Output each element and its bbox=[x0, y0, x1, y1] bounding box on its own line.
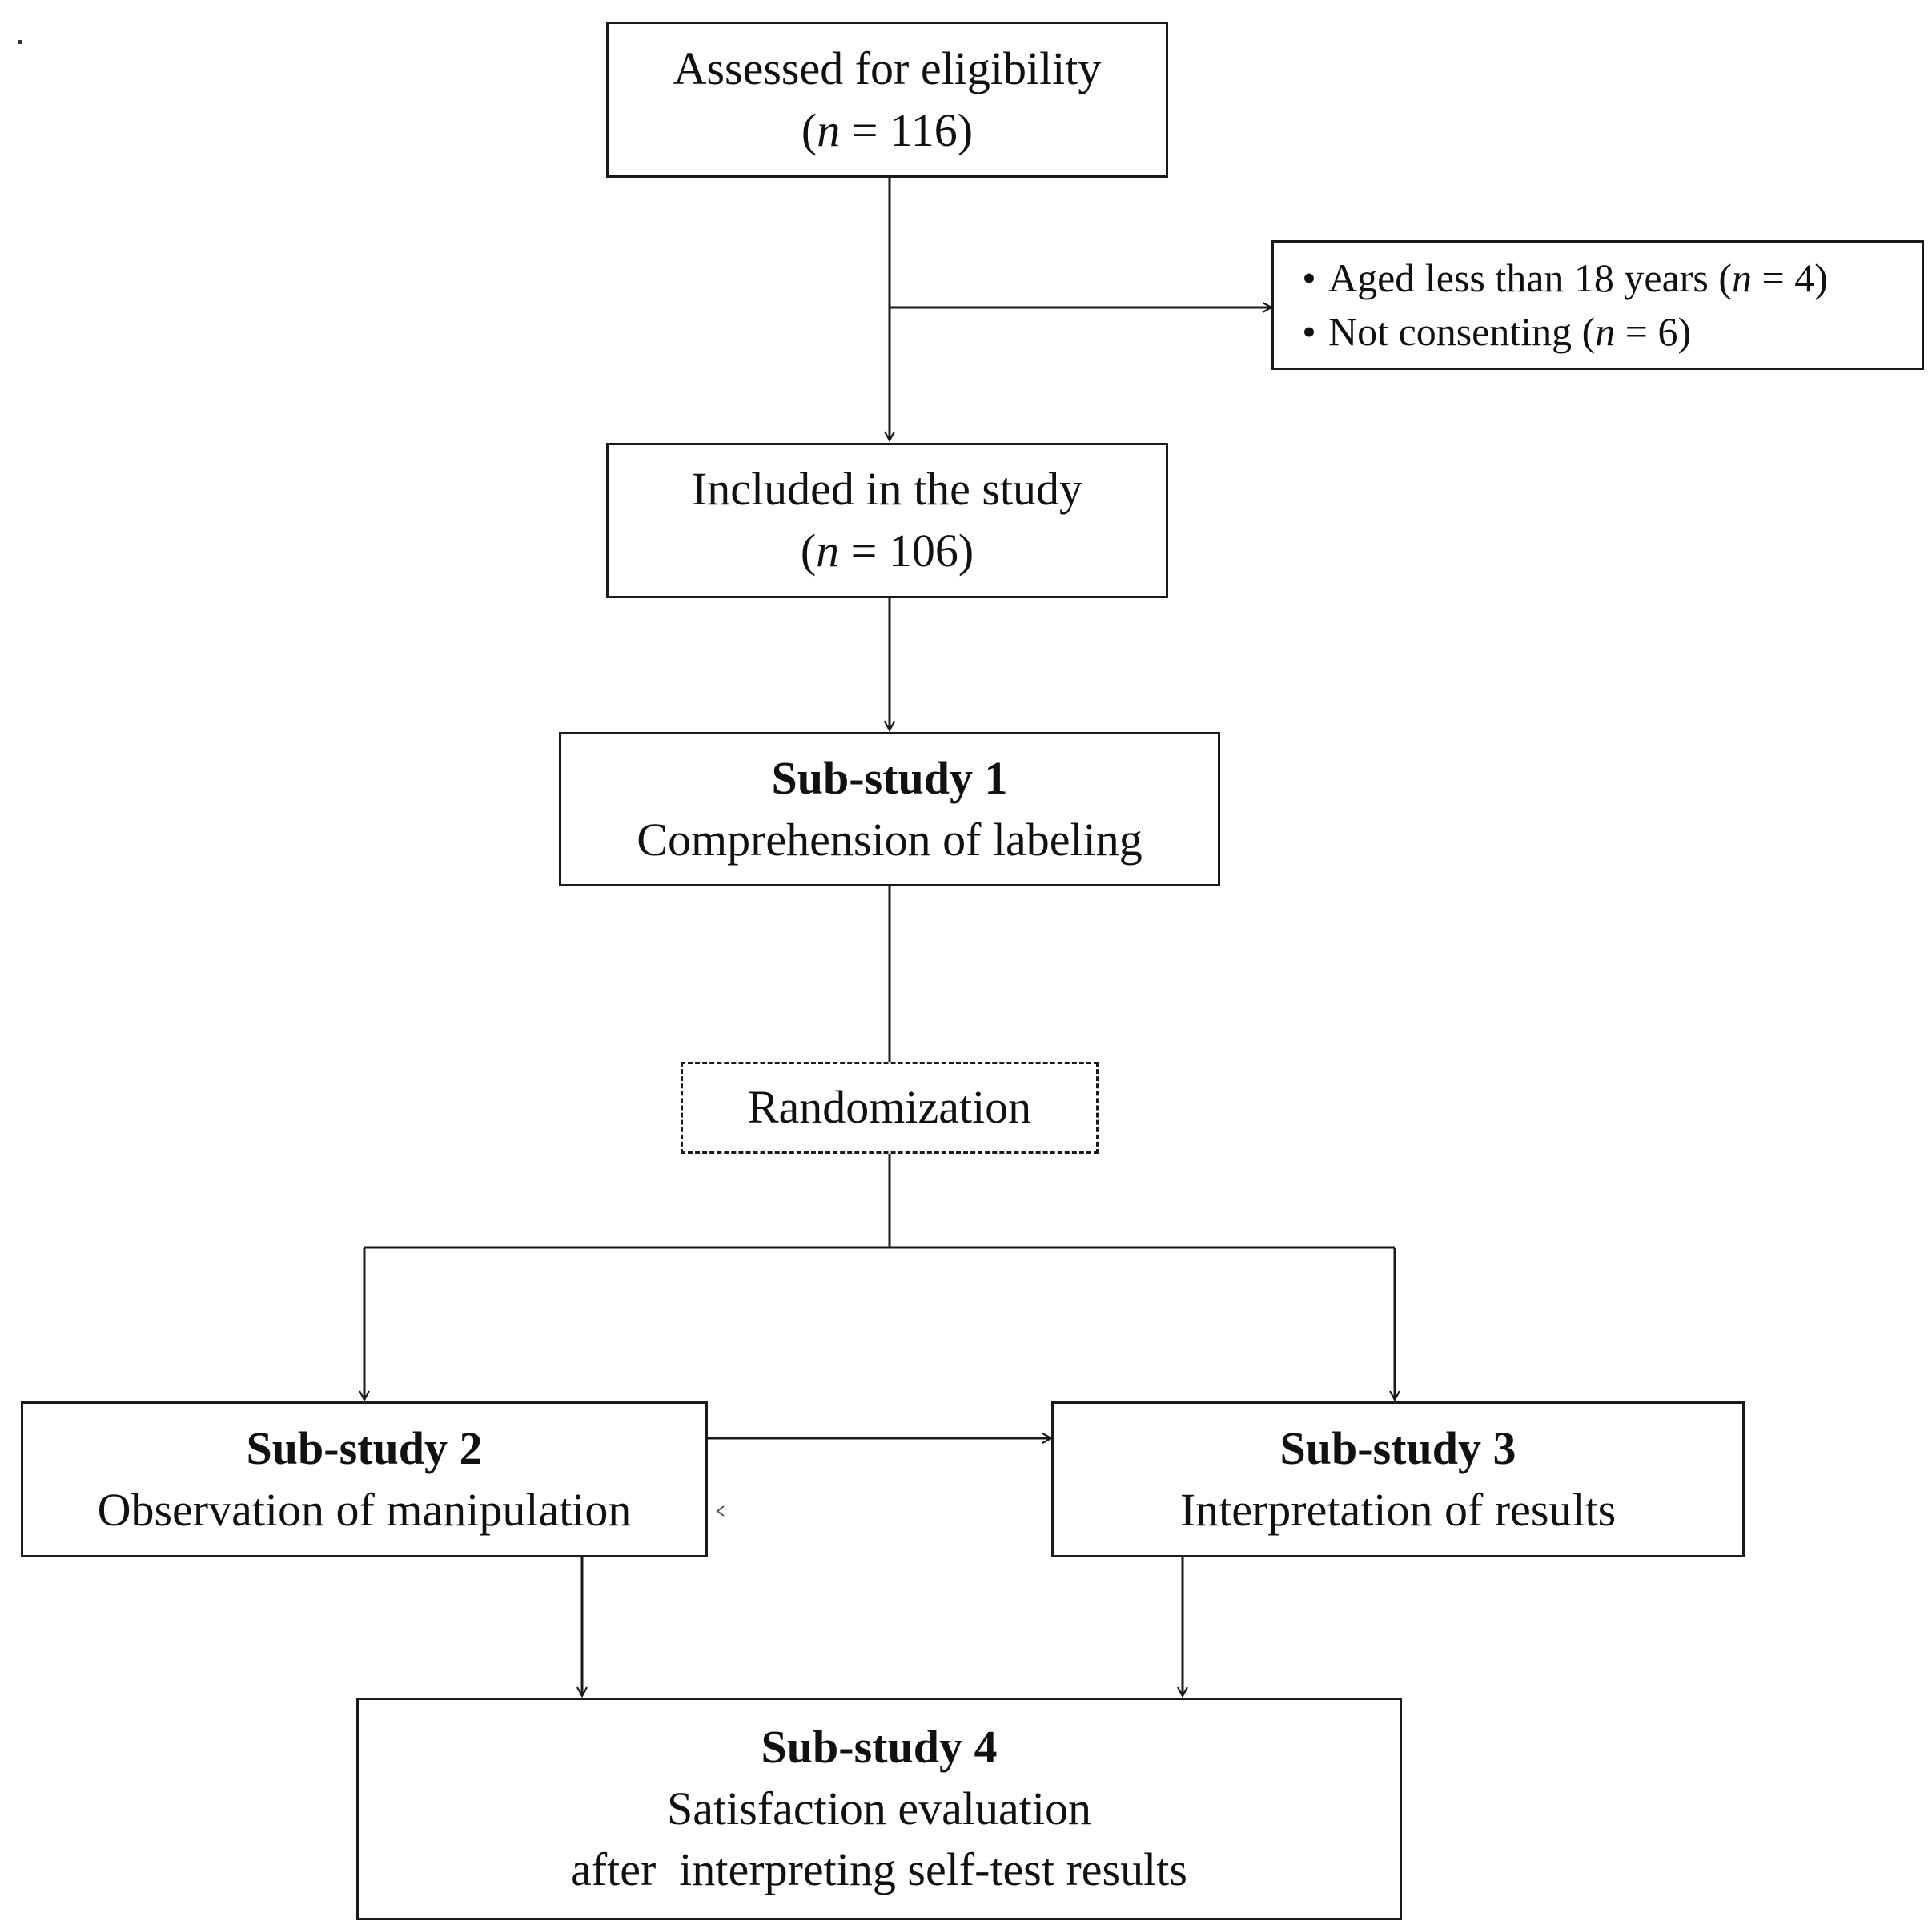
substudy2-box: Sub-study 2 Observation of manipulation bbox=[21, 1401, 708, 1557]
excluded-item-consent: •Not consenting (n = 6) bbox=[1302, 309, 1692, 354]
stray-arrowhead-mark bbox=[716, 1505, 725, 1517]
substudy1-desc: Comprehension of labeling bbox=[637, 813, 1143, 866]
substudy2-title: Sub-study 2 bbox=[246, 1421, 483, 1474]
substudy1-title: Sub-study 1 bbox=[771, 751, 1008, 804]
included-label: Included in the study bbox=[691, 463, 1083, 516]
substudy3-box: Sub-study 3 Interpretation of results bbox=[1051, 1401, 1745, 1557]
substudy4-title: Sub-study 4 bbox=[761, 1721, 998, 1774]
assessed-count: (n = 116) bbox=[801, 103, 974, 156]
excluded-item-age: •Aged less than 18 years (n = 4) bbox=[1302, 255, 1828, 300]
randomization-box: Randomization bbox=[681, 1062, 1099, 1154]
substudy3-desc: Interpretation of results bbox=[1179, 1483, 1617, 1536]
included-box: Included in the study (n = 106) bbox=[606, 443, 1168, 598]
corner-dot bbox=[18, 40, 22, 44]
included-count: (n = 106) bbox=[800, 524, 974, 577]
substudy4-box: Sub-study 4 Satisfaction evaluation afte… bbox=[356, 1698, 1402, 1920]
randomization-label: Randomization bbox=[747, 1081, 1032, 1134]
substudy2-desc: Observation of manipulation bbox=[97, 1483, 632, 1536]
substudy4-desc-line2: after interpreting self-test results bbox=[571, 1843, 1187, 1896]
excluded-box: •Aged less than 18 years (n = 4) •Not co… bbox=[1271, 240, 1924, 370]
substudy3-title: Sub-study 3 bbox=[1279, 1421, 1516, 1474]
substudy4-desc-line1: Satisfaction evaluation bbox=[667, 1782, 1091, 1835]
substudy1-box: Sub-study 1 Comprehension of labeling bbox=[559, 732, 1220, 886]
assessed-box: Assessed for eligibility (n = 116) bbox=[606, 22, 1168, 178]
assessed-label: Assessed for eligibility bbox=[673, 42, 1102, 94]
